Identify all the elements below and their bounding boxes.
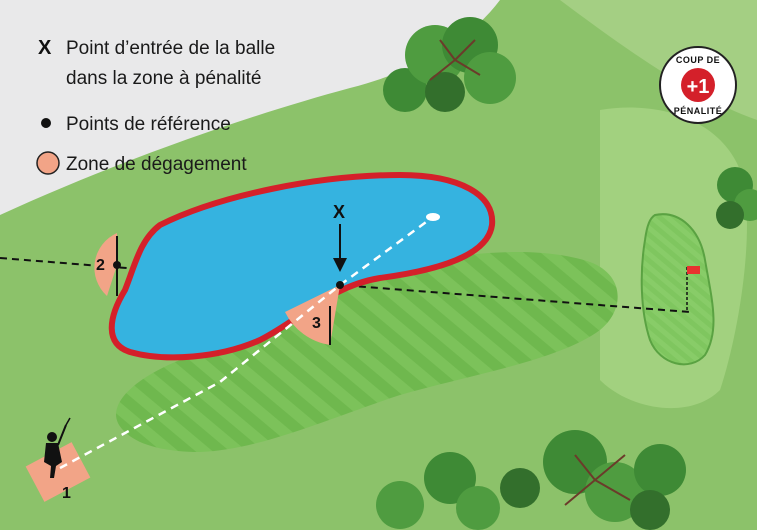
flag [687,266,700,274]
entry-arrow-head [333,258,347,272]
badge-bottom-text: PÉNALITÉ [674,106,723,116]
tree-top-center [383,17,516,112]
ball-flight-line [59,215,434,470]
legend-relief-area: Zone de dégagement [66,154,247,175]
relief-area-3 [285,285,340,345]
entry-point-marker: X [333,202,345,222]
tree-right [716,167,757,229]
ball-resting-spot [426,213,440,221]
legend-entry-line2: dans la zone à pénalité [66,68,261,89]
reference-point-3 [336,281,344,289]
reference-label-3: 3 [312,315,321,332]
reference-label-1: 1 [62,485,71,502]
relief-area-2 [94,233,117,296]
legend-reference-points: Points de référence [66,114,231,135]
legend-reference-dot [41,118,51,128]
relief-area-1 [25,442,91,502]
fairway [116,252,618,452]
badge-top-text: COUP DE [676,55,720,65]
tree-bottom [376,430,686,530]
penalty-stroke-badge: +1 COUP DE PÉNALITÉ [659,46,737,124]
legend-entry-line1: Point d’entrée de la balle [66,38,275,59]
legend: X Point d’entrée de la balle dans la zon… [36,37,275,175]
badge-value: +1 [687,76,710,98]
out-of-bounds-area [0,0,500,215]
water-penalty-area [108,171,496,361]
golfer-silhouette [44,417,71,478]
reference-label-2: 2 [96,257,105,274]
legend-entry-marker: X [38,37,52,59]
legend-relief-swatch [36,151,60,175]
putting-green [640,213,715,366]
